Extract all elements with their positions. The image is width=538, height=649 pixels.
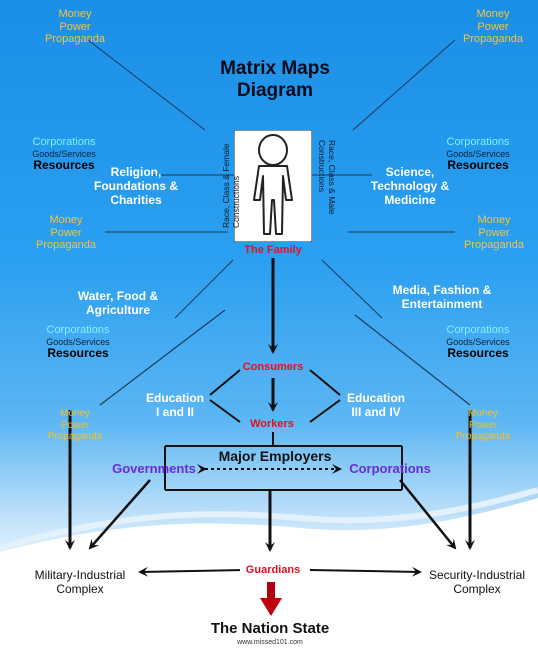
label-water: Water, Food &Agriculture bbox=[77, 289, 159, 317]
label-science: Science,Technology &Medicine bbox=[370, 165, 450, 207]
label-workers: Workers bbox=[250, 418, 294, 430]
resources-group-low-right: Corporations Goods/Services Resources bbox=[446, 324, 510, 360]
label-major-employers: Major Employers bbox=[218, 448, 332, 464]
resources-group-top-left: Corporations Goods/Services Resources bbox=[32, 136, 96, 172]
label-consumers: Consumers bbox=[242, 361, 304, 373]
label-guardians: Guardians bbox=[240, 564, 306, 577]
person-figure bbox=[234, 130, 312, 242]
label-family: The Family bbox=[244, 244, 302, 256]
resources-group-low-left: Corporations Goods/Services Resources bbox=[46, 324, 110, 360]
label-governments: Governments bbox=[112, 461, 196, 476]
label-religion: Religion,Foundations &Charities bbox=[94, 165, 178, 207]
resources-group-top-right: Corporations Goods/Services Resources bbox=[446, 136, 510, 172]
label-nation-state: The Nation State bbox=[210, 620, 330, 637]
label-corporations-center: Corporations bbox=[349, 461, 431, 476]
website-url: www.missed101.com bbox=[237, 639, 303, 646]
label-media: Media, Fashion &Entertainment bbox=[392, 283, 492, 311]
